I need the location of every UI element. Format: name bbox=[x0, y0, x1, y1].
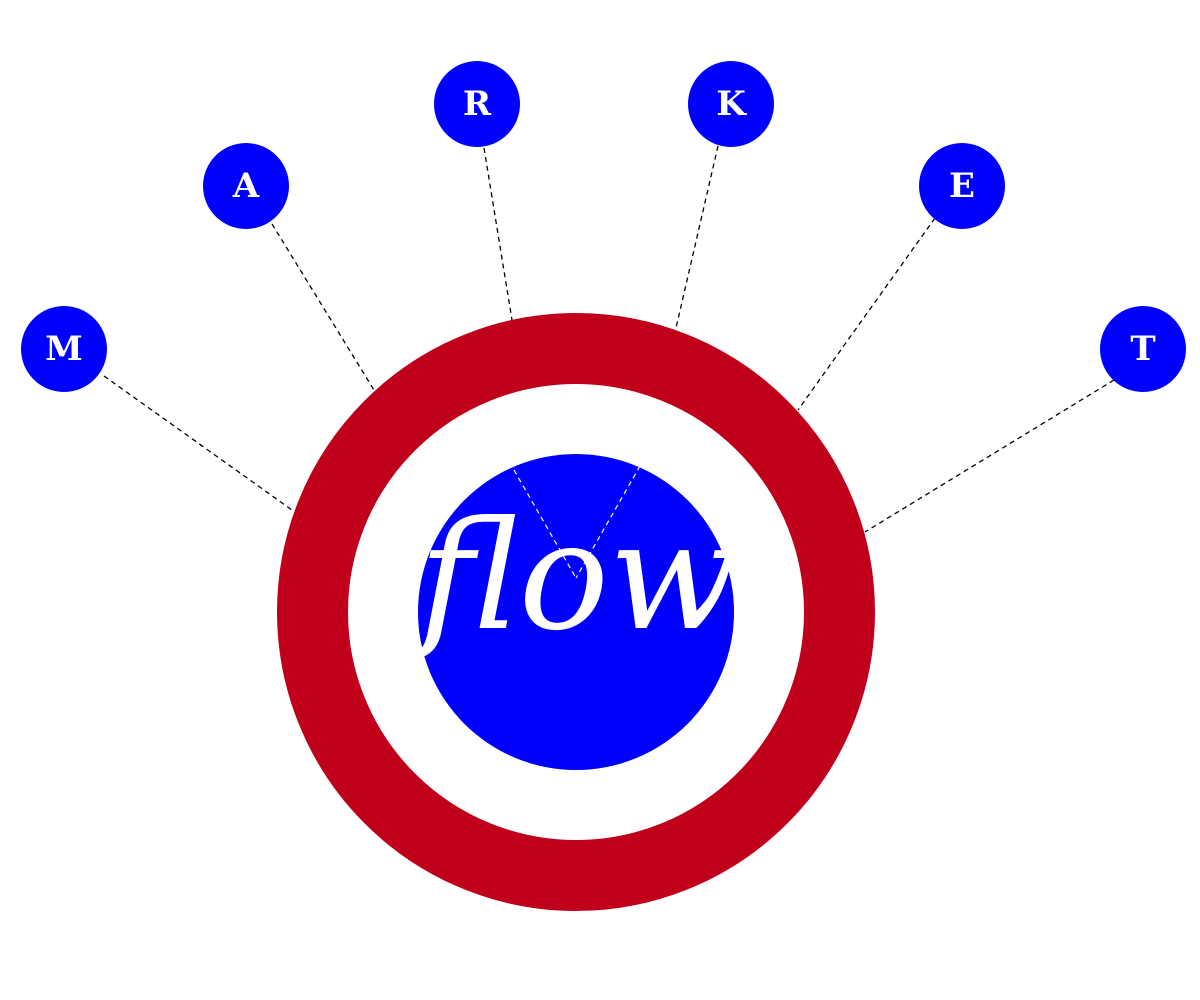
node-circle-m bbox=[21, 306, 107, 392]
node-t: T bbox=[1100, 306, 1186, 392]
node-letter-t: T bbox=[1130, 329, 1155, 369]
node-letter-e: E bbox=[949, 166, 975, 206]
node-circle-a bbox=[203, 143, 289, 229]
core-connector-right bbox=[575, 465, 641, 579]
connector-m bbox=[103, 375, 293, 511]
core-circle bbox=[418, 454, 734, 770]
center-word: flow bbox=[409, 490, 738, 664]
node-a: A bbox=[203, 143, 289, 229]
node-letter-r: R bbox=[463, 84, 492, 124]
node-circle-k bbox=[688, 61, 774, 147]
core-connectors bbox=[513, 465, 641, 579]
connector-k bbox=[675, 145, 719, 329]
node-circle-r bbox=[434, 61, 520, 147]
node-letter-m: M bbox=[45, 329, 83, 369]
connector-t bbox=[864, 379, 1115, 533]
node-m: M bbox=[21, 306, 107, 392]
connector-e bbox=[797, 217, 936, 411]
core-connector-left bbox=[513, 469, 577, 579]
node-letter-a: A bbox=[232, 166, 260, 206]
node-circle-t bbox=[1100, 306, 1186, 392]
node-r: R bbox=[434, 61, 520, 147]
connector-a bbox=[271, 223, 375, 391]
connector-r bbox=[483, 147, 513, 321]
node-e: E bbox=[919, 143, 1005, 229]
outer-ring bbox=[277, 313, 875, 911]
connectors bbox=[103, 145, 1115, 533]
node-letter-k: K bbox=[716, 84, 747, 124]
node-circle-e bbox=[919, 143, 1005, 229]
node-k: K bbox=[688, 61, 774, 147]
